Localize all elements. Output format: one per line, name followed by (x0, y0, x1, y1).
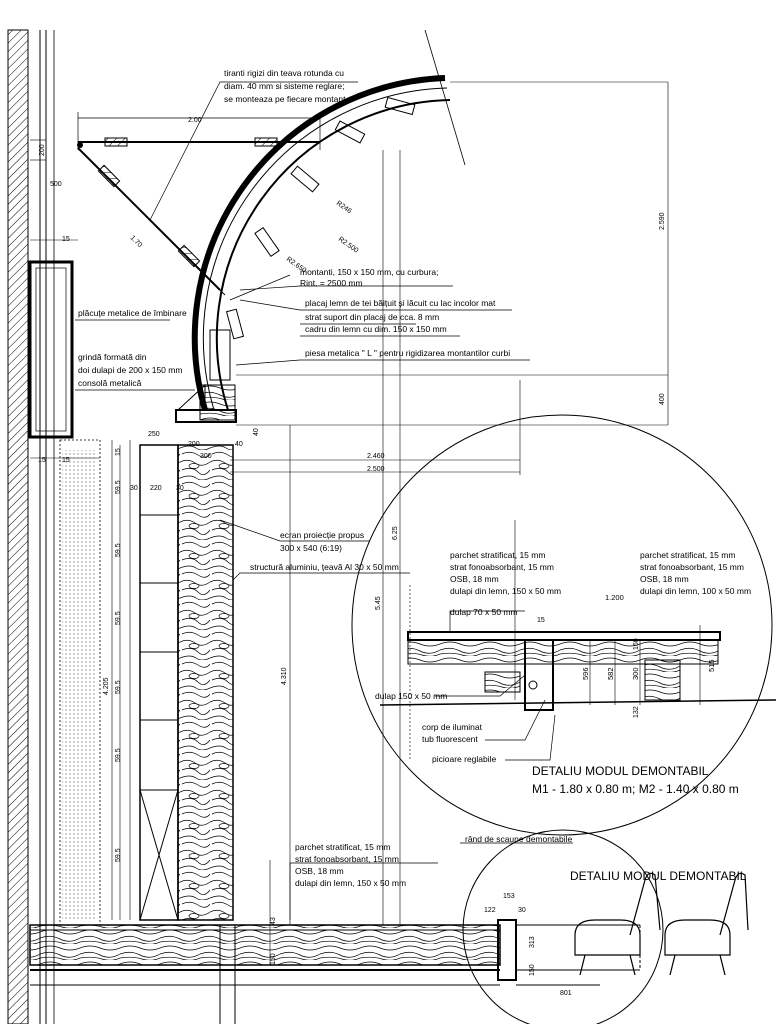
tie-rods (77, 112, 321, 296)
note-ecran-2: 300 x 540 (6:19) (280, 543, 342, 553)
detail-right-1: parchet stratificat, 15 mm (640, 550, 735, 560)
note-consola: consolă metalică (78, 378, 142, 388)
dim-595f: 59.5 (115, 848, 122, 862)
dim-150v: 150 (270, 953, 277, 965)
note-montanti-1: montanti, 150 x 150 mm, cu curbura; (300, 267, 438, 277)
beam-console (28, 260, 237, 439)
dim-15: 15 (62, 236, 70, 243)
note-structura: structură aluminiu, țeavă Al 30 x 50 mm (250, 562, 399, 572)
dim-313: 313 (529, 936, 536, 948)
dim-160: 160 (633, 638, 640, 650)
detail-right-3: OSB, 18 mm (640, 574, 689, 584)
dim-30b: 30 (176, 485, 184, 492)
dim-515: 515 (707, 659, 716, 672)
dim-15v: 15 (115, 448, 122, 456)
dim-r2650: R2.650 (285, 256, 308, 275)
screen-panel (59, 439, 234, 926)
dim-30c: 30 (518, 907, 526, 914)
curved-ceiling (191, 29, 466, 421)
note-tiranti-1: tiranti rigizi din teava rotunda cu (224, 68, 344, 78)
dim-122: 122 (484, 907, 496, 914)
dim-220: 220 (150, 485, 162, 492)
dim-545: 5.45 (375, 596, 382, 610)
note-placaj: placaj lemn de tei băițuit și lăcuit cu … (305, 298, 496, 308)
detail-title-2: DETALIU MODUL DEMONTABIL (570, 869, 747, 883)
detail-right-4: dulapi din lemn, 100 x 50 mm (640, 586, 751, 596)
floor-left-1: parchet stratificat, 15 mm (295, 842, 390, 852)
detail-circle-2 (462, 829, 664, 1024)
detail-left-4: dulapi din lemn, 150 x 50 mm (450, 586, 561, 596)
floor-left-3: OSB, 18 mm (295, 866, 344, 876)
dim-300: 300 (200, 453, 212, 460)
dim-15b: 15 (62, 457, 70, 464)
leader-lines (75, 81, 573, 920)
note-picioare: picioare reglabile (432, 754, 497, 764)
dim-400: 400 (659, 393, 666, 405)
note-montanti-2: Rint. = 2500 mm (300, 278, 363, 288)
note-cadru: cadru din lemn cu dim. 150 x 150 mm (305, 324, 447, 334)
dim-250: 250 (148, 431, 160, 438)
note-corp-2: tub fluorescent (422, 734, 478, 744)
dim-625: 6.25 (392, 526, 399, 540)
dim-300b: 300 (631, 667, 640, 680)
annotations: tiranti rigizi din teava rotunda cu diam… (38, 68, 751, 997)
chairs (574, 872, 749, 976)
note-placute: plăcuțe metalice de îmbinare (78, 308, 187, 318)
dim-r246: R246 (335, 200, 353, 215)
dimension-lines (30, 81, 669, 965)
dim-2590: 2.590 (659, 212, 666, 230)
note-grinda-2: doi dulapi de 200 x 150 mm (78, 365, 182, 375)
dim-40b: 40 (253, 428, 260, 436)
dim-43: 43 (270, 917, 277, 925)
floor-left-2: strat fonoabsorbant, 15 mm (295, 854, 399, 864)
note-scaune: rând de scaune demontabile (465, 834, 573, 844)
dim-2460: 2.460 (367, 453, 385, 460)
detail-left-1: parchet stratificat, 15 mm (450, 550, 545, 560)
note-dulap-70: dulap 70 x 50 mm (450, 607, 518, 617)
dim-595a: 59.5 (115, 480, 122, 494)
dim-596: 596 (581, 667, 590, 680)
note-ecran-1: ecran proiecție propus (280, 530, 364, 540)
dim-30: 30 (130, 485, 138, 492)
dim-40: 40 (235, 441, 243, 448)
note-dulap-150: dulap 150 x 50 mm (375, 691, 447, 701)
dim-4310: 4.310 (281, 667, 288, 685)
dim-801: 801 (560, 990, 572, 997)
dim-200: 2.00 (188, 117, 202, 124)
note-strat-suport: strat suport din placaj de cca. 8 mm (305, 312, 439, 322)
detail-left-3: OSB, 18 mm (450, 574, 499, 584)
dim-1200: 1.200 (605, 593, 624, 602)
note-grinda-1: grindă formată din (78, 352, 147, 362)
dim-582: 582 (606, 667, 615, 680)
note-tiranti-2: diam. 40 mm si sisteme reglare; (224, 81, 344, 91)
dim-150c: 150 (529, 964, 536, 976)
dim-15c: 15 (537, 617, 545, 624)
dim-4205: 4.205 (103, 677, 110, 695)
dim-200v: 200 (39, 144, 46, 156)
dim-153: 153 (503, 893, 515, 900)
dim-500: 500 (50, 181, 62, 188)
dim-2500: 2.500 (367, 466, 385, 473)
dim-170: 1.70 (129, 234, 144, 249)
dim-595d: 59.5 (115, 680, 122, 694)
wall-hatch (7, 29, 55, 1024)
dim-595e: 59.5 (115, 748, 122, 762)
dim-595b: 59.5 (115, 543, 122, 557)
detail-left-2: strat fonoabsorbant, 15 mm (450, 562, 554, 572)
note-tiranti-3: se monteaza pe fiecare montant (224, 94, 346, 104)
floor-left-4: dulapi din lemn, 150 x 50 mm (295, 878, 406, 888)
note-corp-1: corp de iluminat (422, 722, 483, 732)
detail-subtitle: M1 - 1.80 x 0.80 m; M2 - 1.40 x 0.80 m (532, 782, 739, 796)
floor (29, 924, 501, 1024)
detail-title: DETALIU MODUL DEMONTABIL (532, 764, 709, 778)
dim-132: 132 (633, 706, 640, 718)
note-piesa-l: piesa metalica " L " pentru rigidizarea … (305, 348, 510, 358)
dim-15a: 15 (38, 457, 46, 464)
dim-200b: 200 (188, 441, 200, 448)
dim-595c: 59.5 (115, 611, 122, 625)
detail-right-2: strat fonoabsorbant, 15 mm (640, 562, 744, 572)
dim-r2500: R2.500 (337, 236, 360, 255)
detail-circle-1 (351, 414, 776, 836)
